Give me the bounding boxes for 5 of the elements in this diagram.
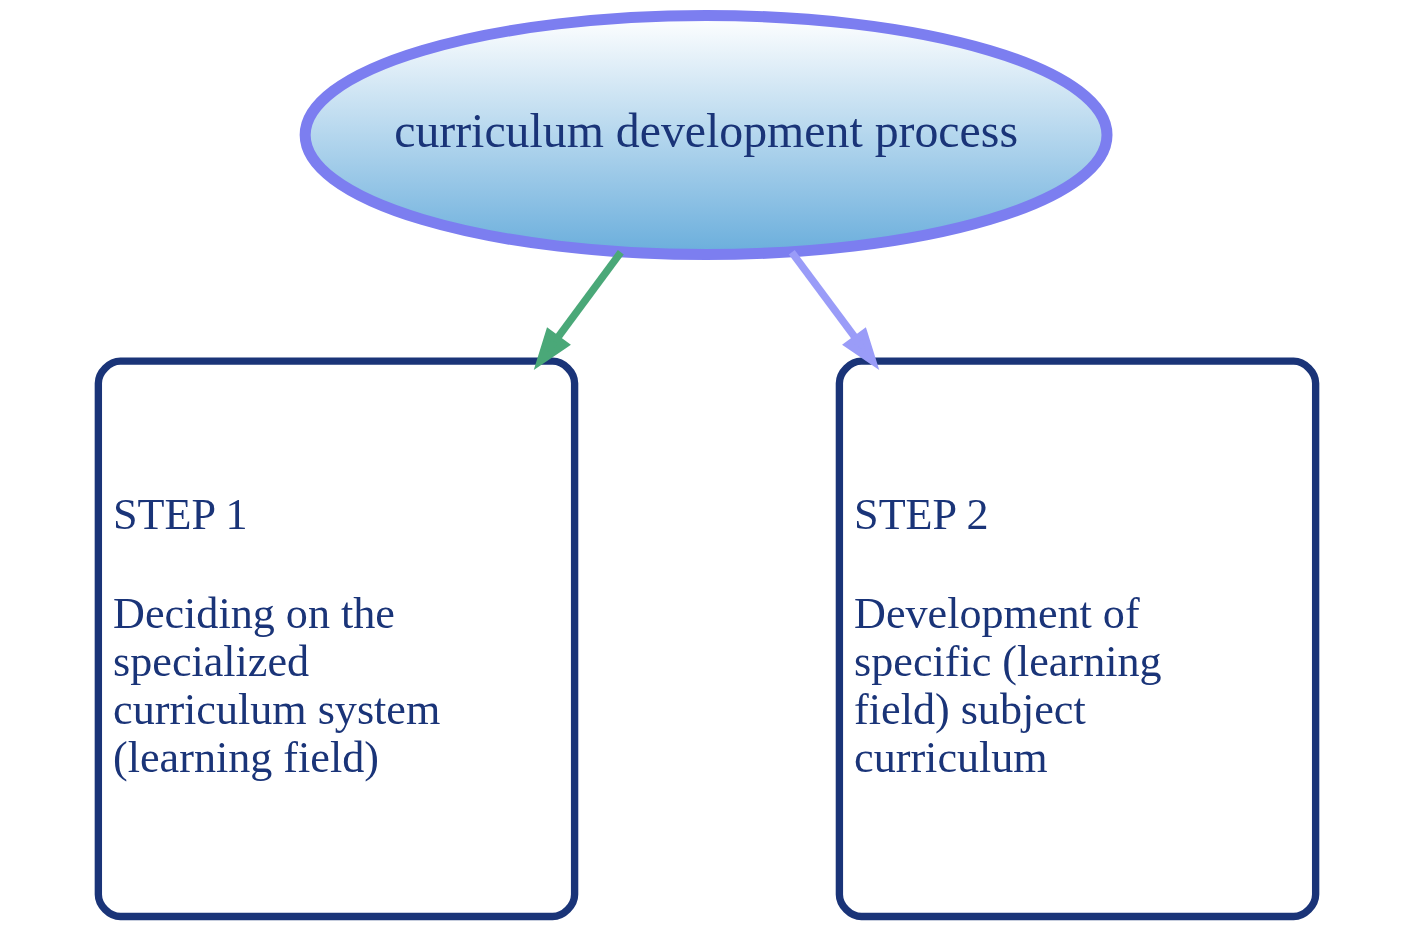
node-box: STEP 2 Development of specific (learning field) subject curriculum [835, 357, 1319, 921]
arrow [533, 250, 624, 371]
arrow [788, 250, 879, 371]
node-ellipse: curriculum development process [299, 9, 1112, 261]
node-box: STEP 1 Deciding on the specialized curriculum system (learning field) [94, 357, 578, 921]
